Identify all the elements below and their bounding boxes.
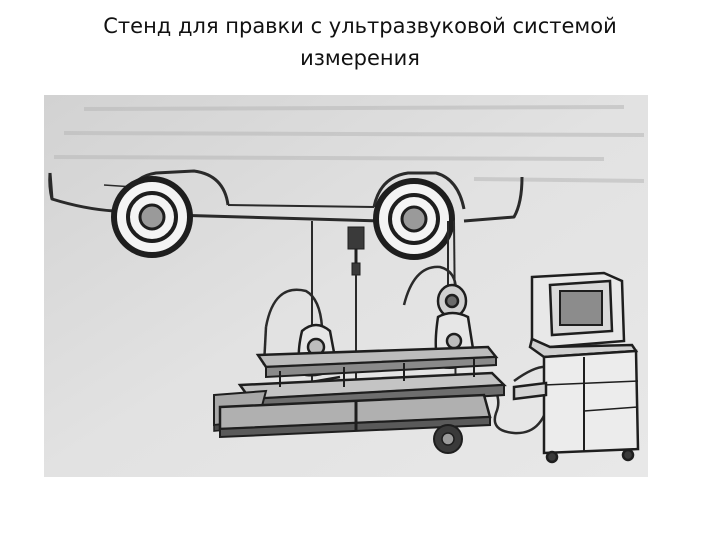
center-probe (347, 226, 365, 276)
straightening-bench-illustration (44, 95, 648, 477)
slide-title-line-2: измерения (300, 46, 420, 70)
front-wheel (111, 176, 193, 258)
bench-base (218, 393, 492, 439)
rear-wheel (373, 178, 455, 260)
slide-title: Стенд для правки с ультразвуковой систем… (0, 10, 720, 74)
computer-console (512, 271, 640, 464)
scan-noise (53, 105, 645, 183)
slide-title-line-1: Стенд для правки с ультразвуковой систем… (103, 14, 617, 38)
bench-caster-wheel (433, 424, 463, 454)
